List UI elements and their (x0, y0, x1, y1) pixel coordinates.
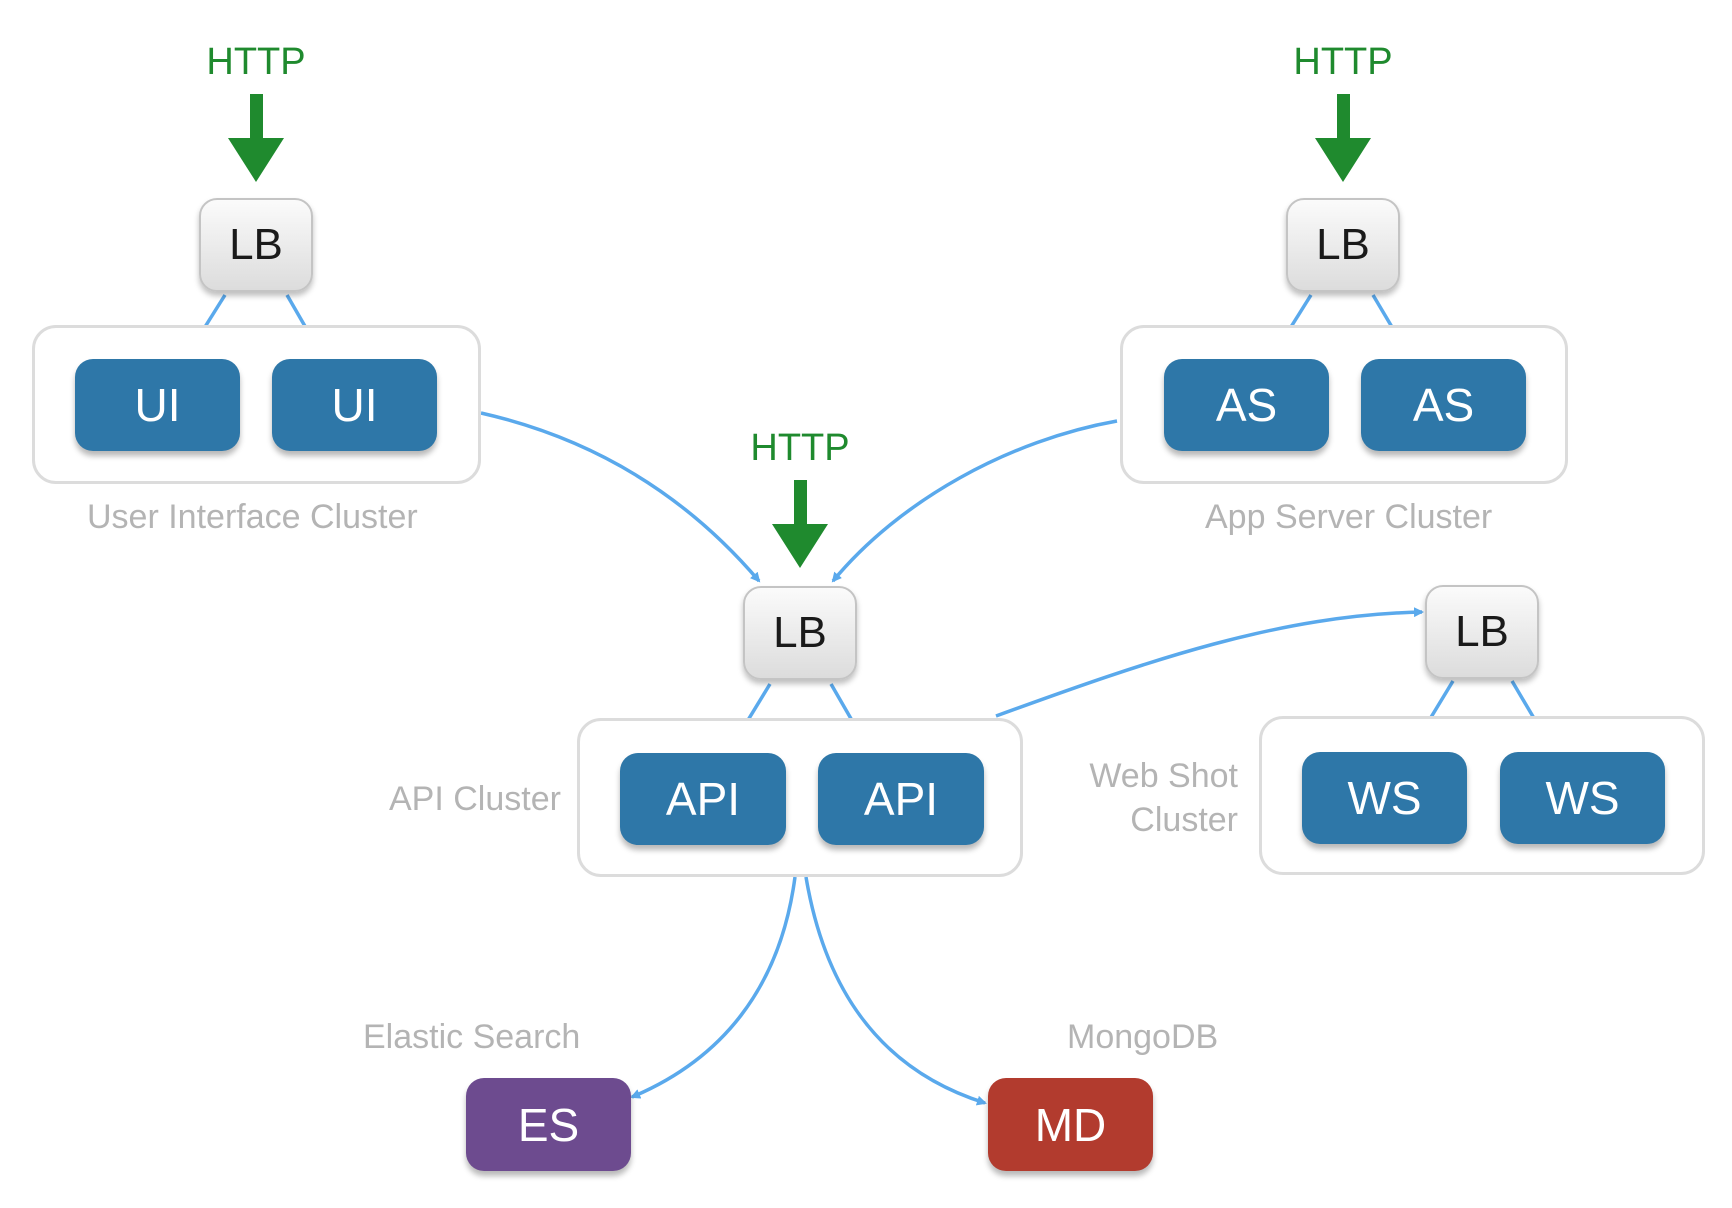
web-shot-cluster-label-line1: Web Shot (1089, 757, 1238, 795)
as-node[interactable]: AS (1361, 359, 1526, 451)
http-label-as: HTTP (1293, 41, 1393, 83)
arrow-api-cluster-to-ws-lb (995, 607, 1424, 718)
api-node[interactable]: API (818, 753, 984, 845)
ws-node[interactable]: WS (1302, 752, 1467, 844)
arrow-ui-cluster-to-api-lb (480, 411, 761, 583)
http-arrow-icon (228, 94, 284, 182)
api-cluster-label: API Cluster (389, 780, 561, 818)
app-server-cluster: AS AS (1120, 325, 1568, 484)
mongodb-label: MongoDB (1067, 1018, 1219, 1056)
api-cluster: API API (577, 718, 1023, 877)
app-server-cluster-label: App Server Cluster (1205, 498, 1493, 536)
elastic-search-label: Elastic Search (363, 1018, 581, 1056)
http-label-api: HTTP (750, 427, 850, 469)
user-interface-cluster: UI UI (32, 325, 481, 484)
web-shot-cluster: WS WS (1259, 716, 1705, 875)
load-balancer-api[interactable]: LB (743, 586, 857, 680)
mongodb-node[interactable]: MD (988, 1078, 1153, 1171)
load-balancer-as[interactable]: LB (1286, 198, 1400, 292)
ui-node[interactable]: UI (75, 359, 240, 451)
load-balancer-ws[interactable]: LB (1425, 585, 1539, 679)
http-arrow-icon (772, 480, 828, 568)
web-shot-cluster-label-line2: Cluster (1130, 801, 1238, 839)
api-node[interactable]: API (620, 753, 786, 845)
arrow-as-cluster-to-api-lb (831, 419, 1118, 583)
elastic-search-node[interactable]: ES (466, 1078, 631, 1171)
http-label-ui: HTTP (206, 41, 306, 83)
ws-node[interactable]: WS (1500, 752, 1665, 844)
load-balancer-ui[interactable]: LB (199, 198, 313, 292)
user-interface-cluster-label: User Interface Cluster (87, 498, 418, 536)
as-node[interactable]: AS (1164, 359, 1329, 451)
ui-node[interactable]: UI (272, 359, 437, 451)
arrow-api-to-md (804, 876, 987, 1106)
arrow-api-to-es (630, 876, 797, 1099)
http-arrow-icon (1315, 94, 1371, 182)
